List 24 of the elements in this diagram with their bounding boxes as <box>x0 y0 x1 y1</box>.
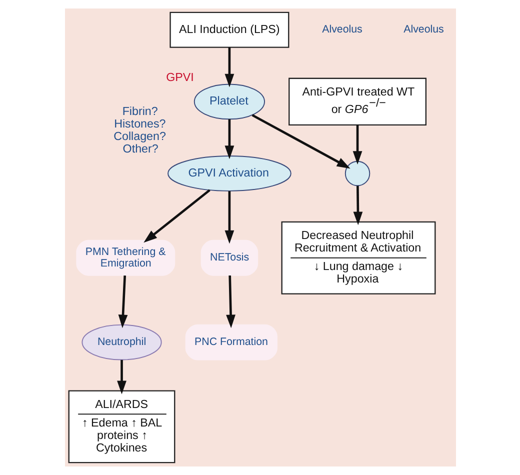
node-box: ALI/ARDS ↑ Edema ↑ BAL proteins ↑ Cytokines <box>68 390 175 464</box>
node-ellipse: GPVI Activation <box>167 156 291 192</box>
arrow <box>118 275 128 328</box>
arrow <box>226 276 235 328</box>
node-label: GPVI <box>166 70 194 84</box>
node-circle <box>344 160 370 186</box>
arrow <box>251 114 350 169</box>
label: Alveolus <box>403 24 444 36</box>
node-box: NETosis <box>200 240 258 276</box>
arrow <box>352 125 362 165</box>
arrow <box>224 191 234 244</box>
arrow <box>116 360 126 394</box>
arrow <box>224 119 234 160</box>
node-ellipse: Neutrophil <box>81 324 162 360</box>
node-box: ALI Induction (LPS) <box>169 12 289 48</box>
node-ellipse: Platelet <box>193 84 264 120</box>
node-label: Fibrin? Histones? Collagen? Other? <box>113 104 166 156</box>
arrow <box>143 189 210 243</box>
node-box: PMN Tethering & Emigration <box>76 240 175 276</box>
node-box: Decreased Neutrophil Recruitment & Activation ↓ Lung damage ↓ Hypoxia <box>280 221 436 294</box>
arrow <box>352 186 362 226</box>
arrow <box>224 47 234 88</box>
node-box: PNC Formation <box>184 324 277 360</box>
label: Alveolus <box>322 24 362 36</box>
